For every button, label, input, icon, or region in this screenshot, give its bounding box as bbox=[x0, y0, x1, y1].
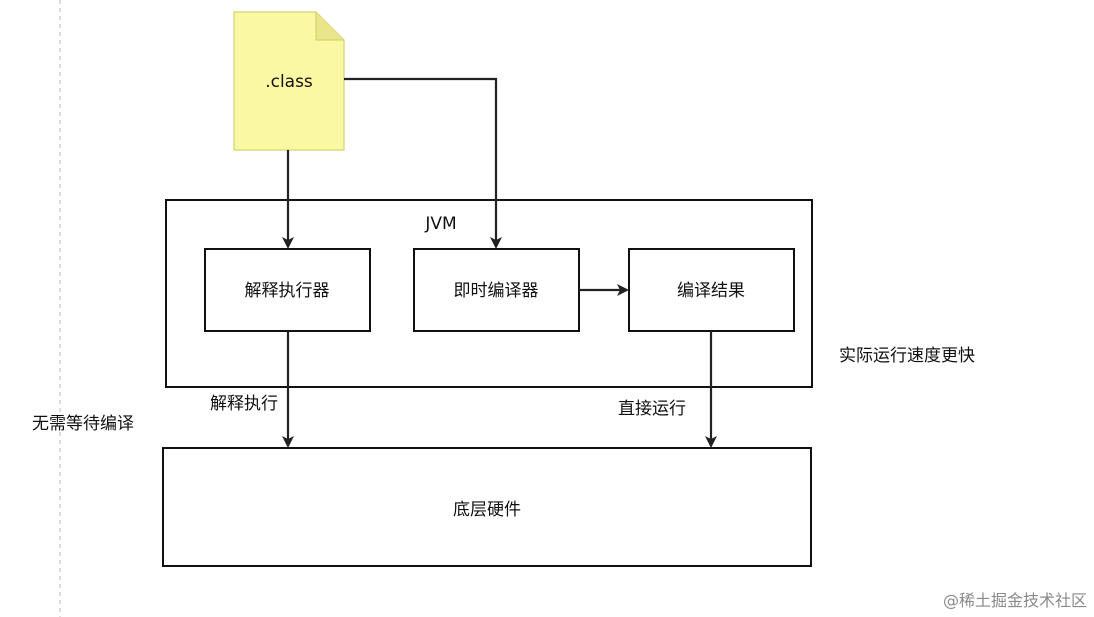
class-file-node: .class bbox=[233, 11, 345, 151]
class-file-fold bbox=[315, 12, 344, 41]
jit-compiler-label: 即时编译器 bbox=[454, 281, 539, 301]
annotation-interpret-exec: 解释执行 bbox=[210, 394, 278, 414]
watermark-text: @稀土掘金技术社区 bbox=[943, 591, 1087, 610]
jvm-label: JVM bbox=[424, 214, 456, 234]
hardware-label: 底层硬件 bbox=[453, 500, 521, 520]
class-file-shape bbox=[233, 11, 345, 151]
arrow-class-to-jit bbox=[344, 77, 502, 249]
jit-compiler-box bbox=[413, 248, 580, 332]
compile-result-label: 编译结果 bbox=[677, 281, 745, 301]
jvm-box bbox=[165, 199, 813, 388]
class-file-label: .class bbox=[265, 72, 313, 92]
interpreter-label: 解释执行器 bbox=[245, 281, 330, 301]
compile-result-box bbox=[628, 248, 795, 332]
jit-compiler-node: 即时编译器 bbox=[413, 248, 580, 332]
annotation-no-wait-compile: 无需等待编译 bbox=[32, 414, 134, 434]
jvm-container: JVM bbox=[165, 199, 813, 388]
compile-result-node: 编译结果 bbox=[628, 248, 795, 332]
hardware-node: 底层硬件 bbox=[162, 447, 812, 567]
annotation-direct-run: 直接运行 bbox=[618, 399, 686, 419]
hardware-box bbox=[162, 447, 812, 567]
interpreter-node: 解释执行器 bbox=[204, 248, 371, 332]
annotation-faster-runtime: 实际运行速度更快 bbox=[839, 346, 975, 366]
